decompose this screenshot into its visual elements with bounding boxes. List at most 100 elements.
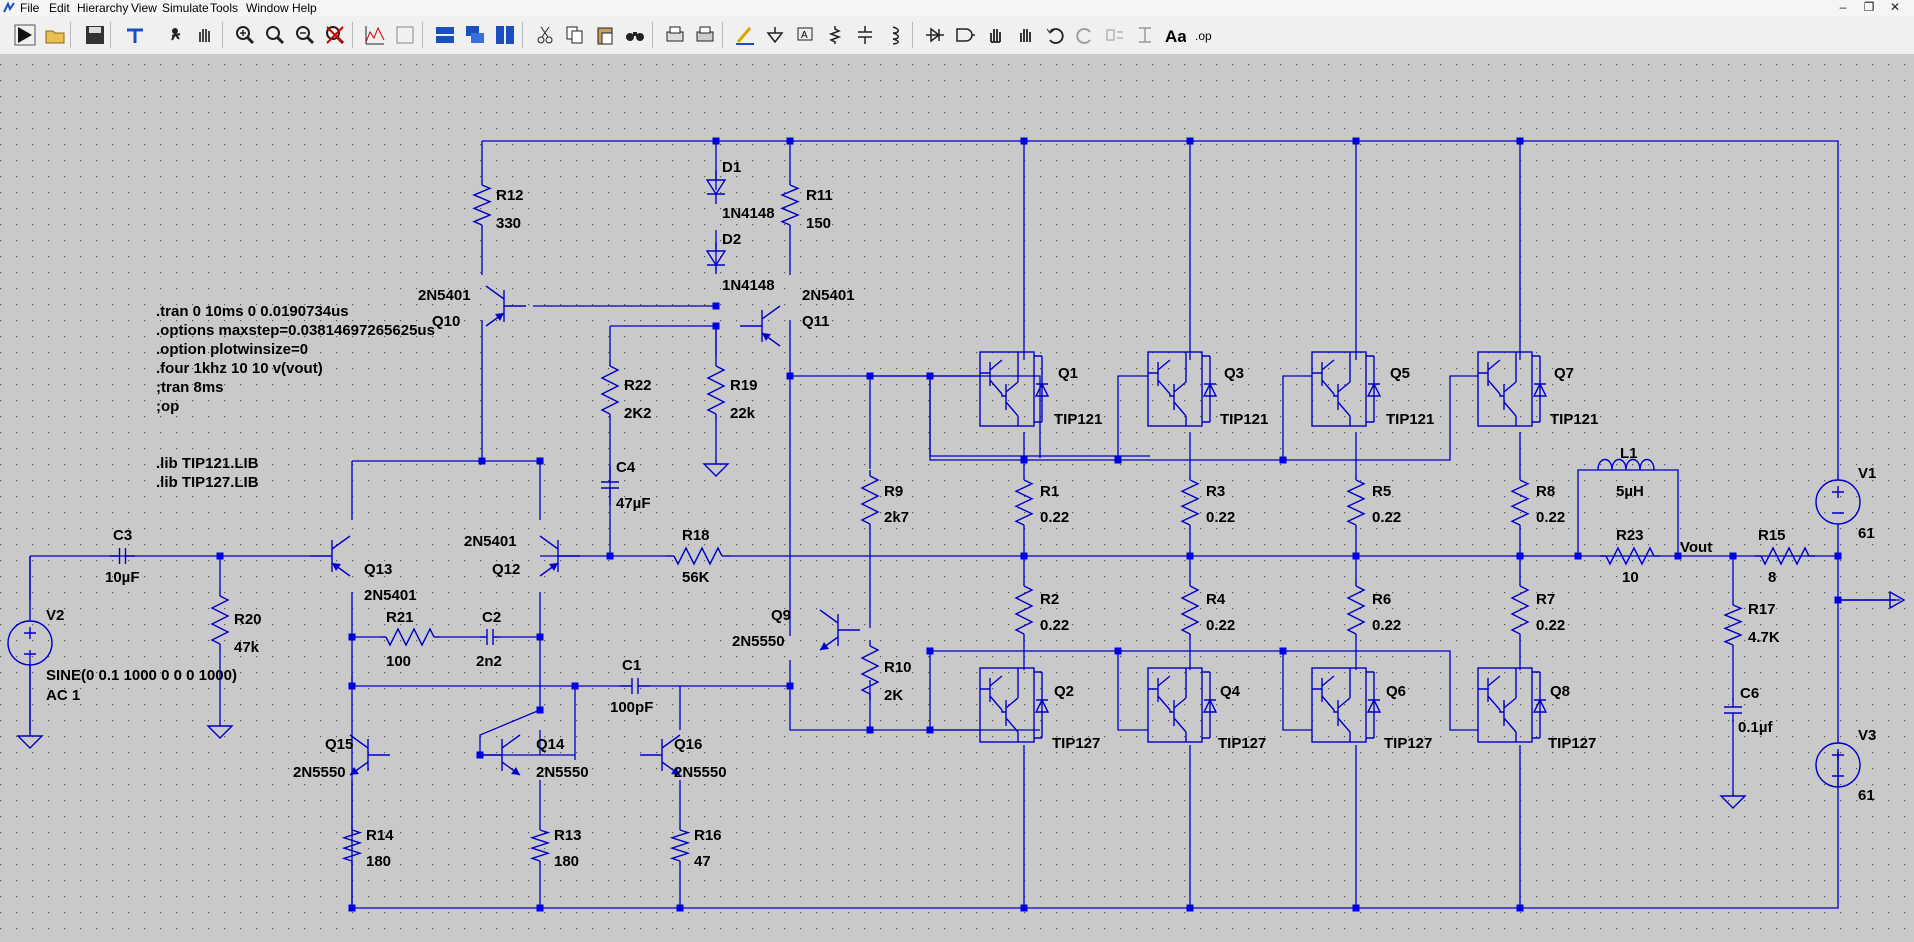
save-button[interactable] — [82, 22, 108, 48]
wire — [482, 140, 1839, 474]
label-r9: R9 — [884, 483, 903, 500]
open-button[interactable] — [42, 22, 68, 48]
zoom-cancel-button[interactable] — [322, 22, 348, 48]
drag-button[interactable] — [1012, 22, 1038, 48]
label-r21: R21 — [386, 609, 414, 626]
menu-tools[interactable]: Tools — [210, 1, 239, 15]
label-net-button[interactable]: A — [792, 22, 818, 48]
label-c2: C2 — [482, 609, 501, 626]
label-q4t: TIP127 — [1218, 735, 1266, 752]
q3-darlington-transistors — [1148, 352, 1187, 426]
run-button[interactable] — [12, 22, 38, 48]
zoom-in-button[interactable] — [232, 22, 258, 48]
junction-dot — [786, 372, 794, 380]
paste-button[interactable] — [592, 22, 618, 48]
label-r14: R14 — [366, 827, 394, 844]
menu-view[interactable]: View — [131, 1, 157, 15]
inductor-button[interactable] — [882, 22, 908, 48]
diode-button[interactable] — [922, 22, 948, 48]
undo-icon — [1046, 28, 1064, 44]
cut-button[interactable] — [532, 22, 558, 48]
menu-simulate[interactable]: Simulate — [162, 1, 209, 15]
label-q14t: 2N5550 — [536, 764, 589, 781]
pan-hand-button[interactable] — [192, 22, 218, 48]
junction-dot — [1674, 552, 1682, 560]
rotate-icon — [1106, 29, 1123, 41]
waveform-button[interactable] — [362, 22, 388, 48]
label-q1t: TIP121 — [1054, 411, 1102, 428]
label-r18v: 56K — [682, 569, 710, 586]
draw-wire-button[interactable] — [732, 22, 758, 48]
ground-button[interactable] — [762, 22, 788, 48]
junction-dot — [1114, 456, 1122, 464]
restore-button[interactable]: ❐ — [1863, 0, 1875, 14]
r16-resistor — [669, 829, 691, 862]
minimize-button[interactable]: – — [1839, 0, 1847, 14]
cascade-button[interactable] — [462, 22, 488, 48]
label-c6v: 0.1µf — [1738, 719, 1773, 736]
menu-file[interactable]: File — [20, 1, 40, 15]
r12-resistor — [472, 184, 492, 226]
junction-dot — [1020, 456, 1028, 464]
rotate-button[interactable] — [1102, 22, 1128, 48]
autorange-button[interactable] — [392, 22, 418, 48]
menu-help[interactable]: Help — [292, 1, 317, 15]
cut-icon — [537, 26, 553, 44]
spice-directive-button[interactable]: .op — [1192, 22, 1218, 48]
r10-resistor — [860, 645, 880, 695]
redo-button[interactable] — [1072, 22, 1098, 48]
q13-transistor-arrow — [332, 563, 341, 571]
label-q5: Q5 — [1390, 365, 1410, 382]
r11-resistor — [780, 184, 800, 226]
label-r11v: 150 — [806, 215, 831, 232]
halt-icon — [171, 28, 181, 41]
resistor-button[interactable] — [822, 22, 848, 48]
label-q16: Q16 — [674, 736, 702, 753]
tile-horizontal-icon — [436, 27, 454, 43]
junction-dot — [1352, 904, 1360, 912]
label-r7: R7 — [1536, 591, 1555, 608]
control-panel-button[interactable] — [122, 22, 148, 48]
capacitor-button[interactable] — [852, 22, 878, 48]
move-button[interactable] — [982, 22, 1008, 48]
menu-window[interactable]: Window — [246, 1, 289, 15]
q2-darlington-transistors — [980, 668, 1019, 742]
tile-vertical-icon — [496, 26, 514, 44]
menu-hierarchy[interactable]: Hierarchy — [77, 1, 129, 15]
mirror-button[interactable] — [1132, 22, 1158, 48]
menu-edit[interactable]: Edit — [49, 1, 70, 15]
label-r6: R6 — [1372, 591, 1391, 608]
tile-horizontal-button[interactable] — [432, 22, 458, 48]
label-q11t: 2N5401 — [802, 287, 855, 304]
zoom-box-button[interactable] — [292, 22, 318, 48]
halt-button[interactable] — [162, 22, 188, 48]
q1-darlington-diode — [1034, 355, 1050, 423]
print-setup-button[interactable] — [662, 22, 688, 48]
ground-icon — [766, 27, 784, 44]
label-q5t: TIP121 — [1386, 411, 1434, 428]
svg-text:.op: .op — [1195, 29, 1212, 43]
component-button[interactable] — [952, 22, 978, 48]
q3-darlington-diode — [1202, 355, 1218, 423]
zoom-out-button[interactable] — [262, 22, 288, 48]
find-button[interactable] — [622, 22, 648, 48]
junction-dot — [712, 302, 720, 310]
q6-darlington-body — [1311, 667, 1367, 743]
junction-dot — [1020, 552, 1028, 560]
close-button[interactable]: ✕ — [1889, 0, 1901, 14]
q12-transistor-collector — [539, 535, 559, 550]
print-button[interactable] — [692, 22, 718, 48]
label-r16v: 47 — [694, 853, 711, 870]
label-c3v: 10µF — [105, 569, 140, 586]
label-v1: V1 — [1858, 465, 1876, 482]
label-r4: R4 — [1206, 591, 1226, 608]
copy-button[interactable] — [562, 22, 588, 48]
undo-button[interactable] — [1042, 22, 1068, 48]
text-button[interactable]: Aa — [1162, 22, 1188, 48]
tile-vertical-button[interactable] — [492, 22, 518, 48]
q15-transistor-arrow — [350, 767, 359, 775]
junction-dot — [1352, 552, 1360, 560]
r20-resistor — [210, 595, 230, 645]
ltspice-app-icon — [3, 1, 15, 13]
